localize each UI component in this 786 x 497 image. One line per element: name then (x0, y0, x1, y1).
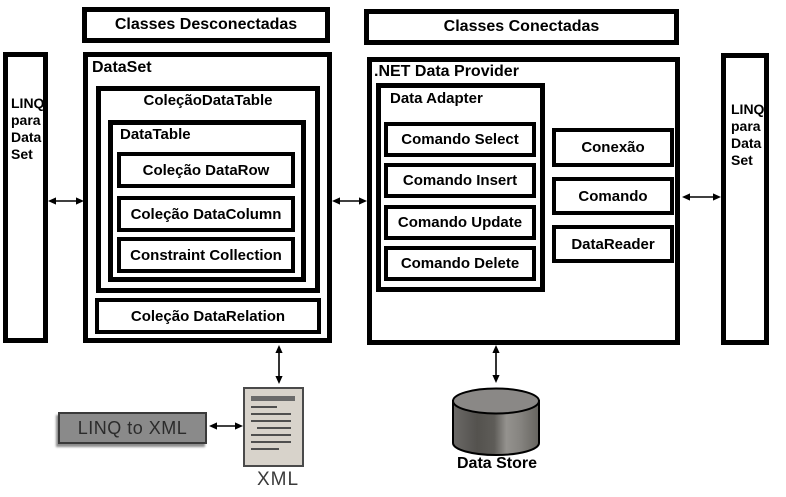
double-headed-arrow-icon (492, 345, 500, 383)
colecao-datarelation-box: Coleção DataRelation (95, 298, 321, 334)
xml-document-icon (243, 387, 304, 467)
comando-delete-box: Comando Delete (384, 246, 536, 281)
comando-insert-box: Comando Insert (384, 163, 536, 198)
double-headed-arrow-icon (275, 345, 283, 384)
comando-update-box: Comando Update (384, 205, 536, 240)
dataset-label: DataSet (92, 59, 152, 76)
double-headed-arrow-icon (48, 197, 84, 205)
comando-box: Comando (552, 177, 674, 215)
conexao-box: Conexão (552, 128, 674, 167)
constraint-collection-box: Constraint Collection (117, 237, 295, 273)
data-adapter-label: Data Adapter (390, 90, 483, 107)
linq-para-dataset-left-box: LINQ para Data Set (3, 52, 48, 343)
double-headed-arrow-icon (209, 422, 243, 430)
classes-desconectadas-header: Classes Desconectadas (82, 7, 330, 43)
linq-para-dataset-right-label: LINQ para Data Set (731, 101, 765, 168)
classes-conectadas-header: Classes Conectadas (364, 9, 679, 45)
linq-para-dataset-left-label: LINQ para Data Set (11, 95, 45, 162)
colecao-datarow-box: Coleção DataRow (117, 152, 295, 188)
datareader-box: DataReader (552, 225, 674, 263)
double-headed-arrow-icon (682, 193, 721, 201)
colecao-datacolumn-box: Coleção DataColumn (117, 196, 295, 232)
database-cylinder-icon (452, 387, 540, 456)
linq-to-xml-box: LINQ to XML (58, 412, 207, 444)
comando-select-box: Comando Select (384, 122, 536, 157)
datatable-label: DataTable (120, 126, 191, 143)
linq-para-dataset-right-box: LINQ para Data Set (721, 53, 769, 345)
datastore-label: Data Store (456, 455, 538, 472)
colecao-datatable-label: ColeçãoDataTable (143, 92, 273, 109)
xml-doc-title-bar (251, 396, 295, 401)
double-headed-arrow-icon (332, 197, 367, 205)
net-data-provider-label: .NET Data Provider (374, 63, 519, 80)
xml-label: XML (256, 469, 300, 490)
